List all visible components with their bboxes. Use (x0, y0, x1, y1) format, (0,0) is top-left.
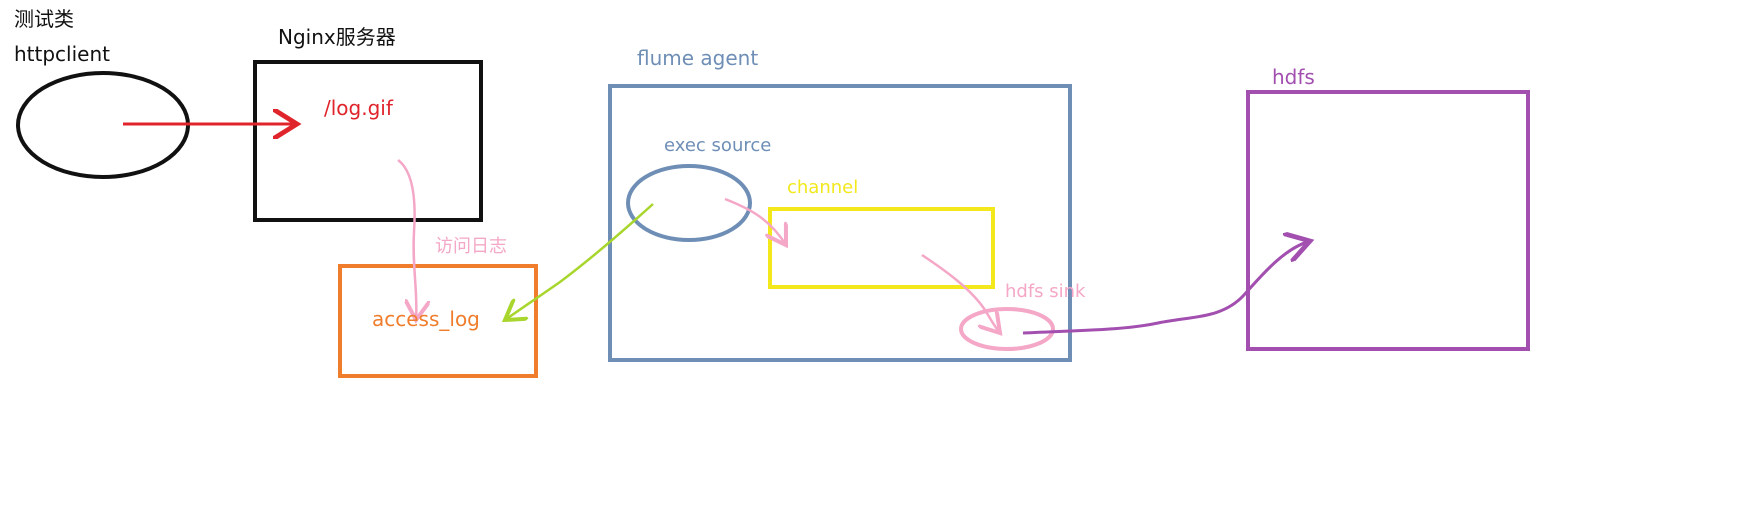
access-log-label: access_log (372, 307, 480, 331)
log-gif-label: /log.gif (324, 96, 393, 120)
access-log-note-label: 访问日志 (435, 236, 507, 257)
test-class-label: 测试类 (14, 7, 74, 31)
nginx-server-label: Nginx服务器 (278, 25, 396, 49)
hdfs-box (1246, 90, 1530, 351)
exec-source-label: exec source (664, 135, 772, 156)
channel-box (768, 207, 995, 289)
channel-label: channel (787, 177, 859, 198)
hdfs-sink-label: hdfs sink (1005, 281, 1086, 302)
access-log-box (338, 264, 538, 378)
write-log-arrow (397, 159, 416, 320)
hdfs-sink-ellipse (959, 307, 1055, 351)
tail-log-arrow (505, 203, 654, 320)
sink-to-hdfs-arrow (1022, 241, 1310, 335)
exec-source-ellipse (626, 164, 752, 242)
httpclient-label: httpclient (14, 42, 110, 66)
channel-to-sink-arrow (921, 253, 1000, 333)
source-to-channel-arrow (724, 197, 786, 245)
hdfs-label: hdfs (1272, 65, 1315, 89)
nginx-server-box (253, 60, 483, 222)
flume-agent-label: flume agent (637, 46, 759, 70)
flume-agent-box (608, 84, 1072, 362)
